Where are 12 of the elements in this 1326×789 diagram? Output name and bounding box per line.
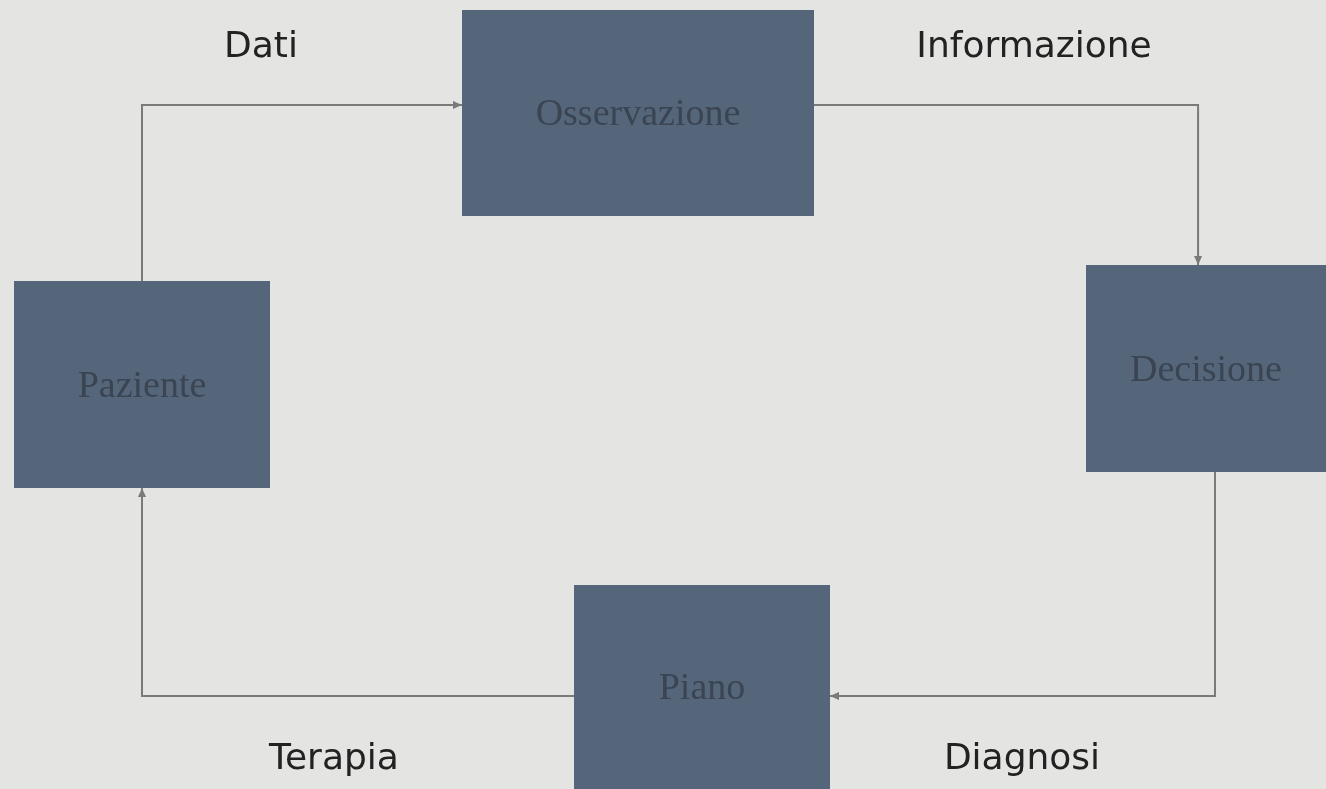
process-box	[574, 585, 830, 789]
process-box	[1086, 265, 1326, 472]
edge-label: Terapia	[269, 735, 399, 779]
arrow	[141, 100, 463, 282]
process-box	[462, 10, 814, 216]
edge-label: Informazione	[916, 23, 1152, 67]
edge-label: Dati	[224, 23, 298, 67]
arrow	[138, 487, 575, 697]
arrow	[829, 471, 1216, 700]
edge-label: Diagnosi	[943, 735, 1101, 779]
process-box	[14, 281, 270, 488]
arrow	[813, 103, 1203, 266]
